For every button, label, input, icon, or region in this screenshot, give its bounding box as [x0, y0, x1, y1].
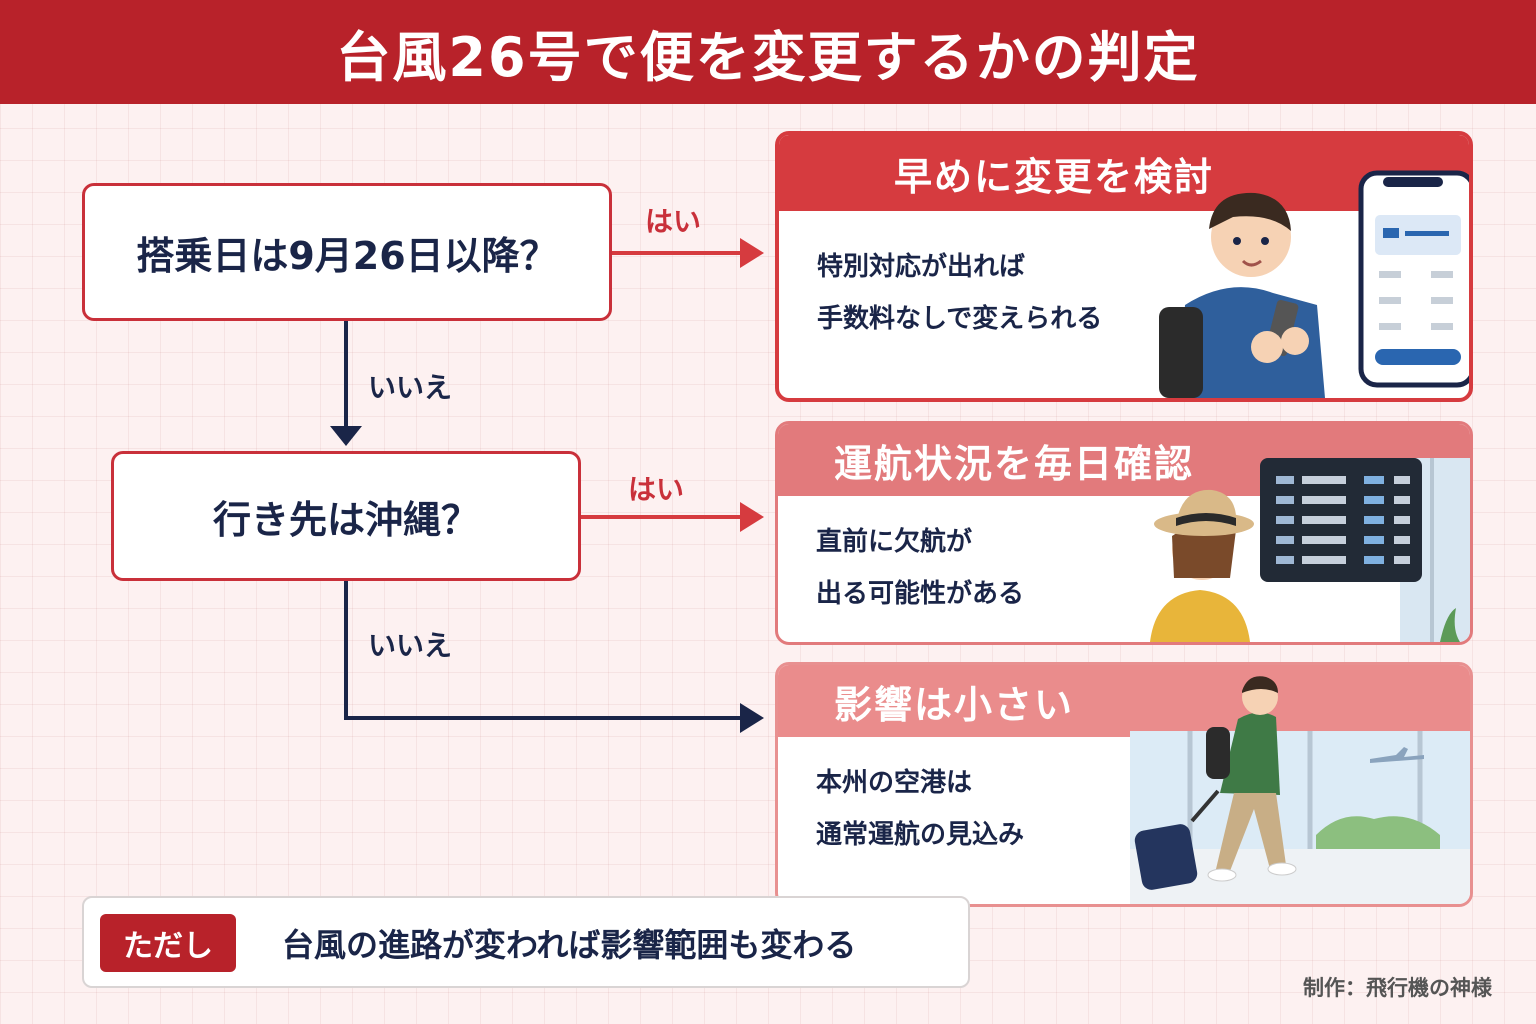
note-text: 台風の進路が変われば影響範囲も変わる	[282, 926, 857, 964]
arrow-q2-yes	[581, 502, 764, 532]
result-card-small-impact: 影響は小さい 本州の空港は 通常運航の見込み	[775, 662, 1473, 907]
result-line: 直前に欠航が	[816, 527, 973, 557]
edge-label-q2-no: いいえ	[368, 629, 453, 662]
header-bar: 台風26号で便を変更するかの判定	[0, 0, 1536, 104]
result-card-change-early: 早めに変更を検討 特別対応が出れば 手数料なしで変えられる	[775, 131, 1473, 402]
result-card-check-daily: 運航状況を毎日確認 直前に欠航が 出る可能性がある	[775, 421, 1473, 645]
question-text: 搭乗日は9月26日以降？	[136, 233, 558, 278]
traveler-phone-illustration	[1159, 170, 1469, 398]
question-box-boarding-date: 搭乗日は9月26日以降？	[82, 183, 612, 321]
credit-text: 制作：飛行機の神様	[1303, 976, 1492, 1000]
edge-label-q1-yes: はい	[645, 205, 702, 238]
traveler-suitcase-illustration	[1130, 676, 1470, 904]
arrow-q1-no	[330, 321, 362, 446]
edge-label-q2-yes: はい	[628, 473, 685, 506]
departure-board-illustration	[1150, 458, 1470, 642]
result-text: 特別対応が出れば 手数料なしで変えられる	[817, 241, 1102, 345]
result-line: 手数料なしで変えられる	[817, 304, 1103, 334]
result-line: 特別対応が出れば	[817, 252, 1026, 282]
arrow-q1-yes	[612, 238, 764, 268]
result-title: 影響は小さい	[778, 665, 1470, 737]
result-text: 本州の空港は 通常運航の見込み	[816, 757, 1024, 861]
result-line: 通常運航の見込み	[816, 820, 1025, 850]
result-line: 本州の空港は	[816, 768, 973, 798]
result-line: 出る可能性がある	[816, 579, 1025, 609]
note-tag: ただし	[100, 914, 236, 972]
note-box: ただし 台風の進路が変われば影響範囲も変わる	[82, 896, 970, 988]
edge-label-q1-no: いいえ	[368, 371, 453, 404]
question-text: 行き先は沖縄？	[212, 497, 479, 542]
page-title: 台風26号で便を変更するかの判定	[336, 25, 1200, 89]
arrow-q2-no	[344, 581, 764, 733]
result-title: 早めに変更を検討	[779, 135, 1469, 211]
question-box-destination: 行き先は沖縄？	[111, 451, 581, 581]
result-text: 直前に欠航が 出る可能性がある	[816, 516, 1024, 620]
